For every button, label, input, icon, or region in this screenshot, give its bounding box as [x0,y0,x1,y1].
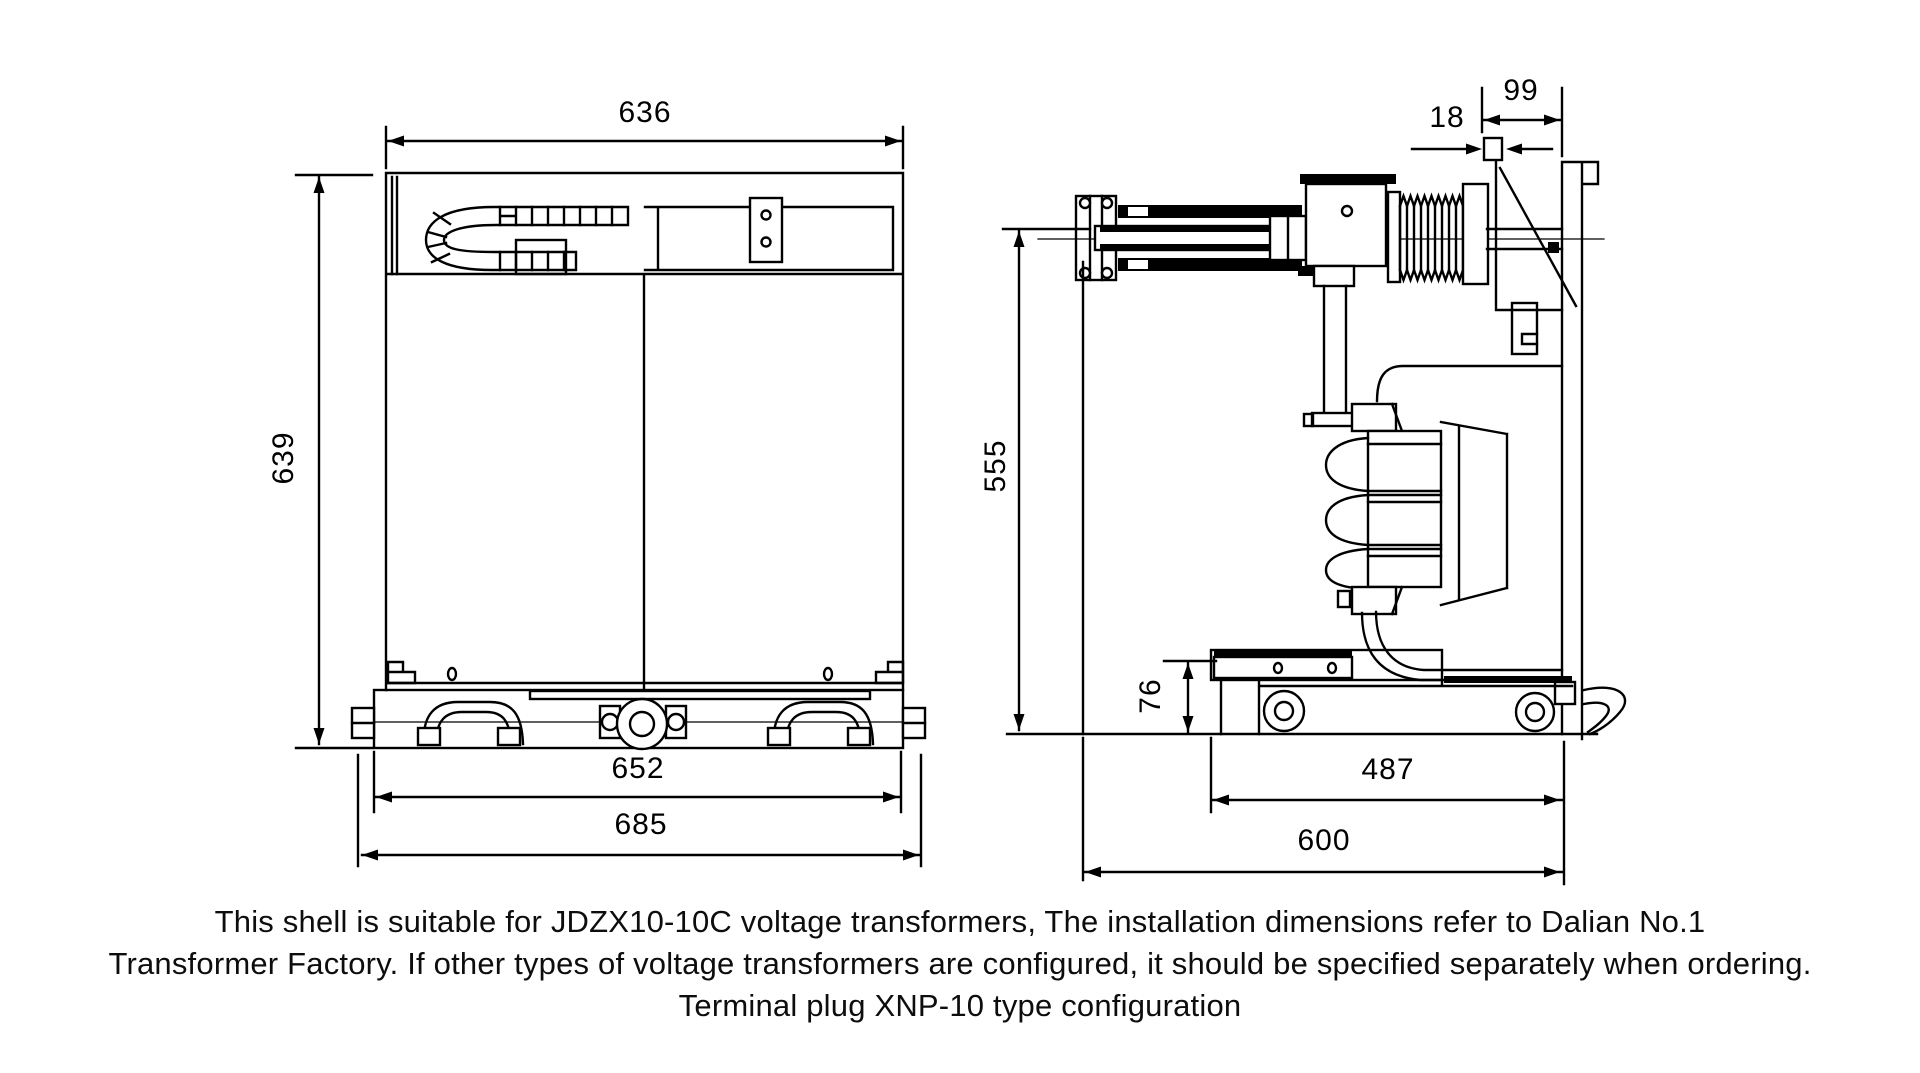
contact-arm-assembly [1074,174,1396,288]
caption-line-3: Terminal plug XNP-10 type configuration [678,988,1242,1023]
caption-line-1: This shell is suitable for JDZX10-10C vo… [214,904,1706,939]
dim-top-offset: 18 [1429,101,1465,134]
front-dimension-lines [294,125,923,868]
dim-left-height: 639 [267,431,300,485]
caption-line-2: Transformer Factory. If other types of v… [108,946,1812,981]
cable-chain [424,205,630,272]
wheel-left [1262,689,1306,733]
caption-block: This shell is suitable for JDZX10-10C vo… [0,901,1920,1027]
trolley-base [1005,648,1627,736]
dim-side-height: 555 [979,439,1012,493]
junction-box [514,238,568,276]
side-dimension-lines [1001,86,1566,886]
dim-bottom-outer-width: 685 [614,808,668,841]
dim-base-inner-width: 487 [1361,753,1415,786]
insulator [1324,402,1443,616]
dim-bottom-inner-width: 652 [611,752,665,785]
mounting-plate [748,196,784,264]
dim-top-width: 636 [618,96,672,129]
panel-wall [1482,136,1600,741]
side-view-linework [1001,86,1627,886]
dim-top-bracket-width: 99 [1503,74,1539,107]
front-view-linework [294,125,927,868]
wheel-right [1514,691,1556,733]
bellows-boot [1386,182,1490,286]
base-plate [350,688,927,751]
support-column [1302,284,1360,428]
latch-hook [1582,686,1627,736]
dim-base-height: 76 [1134,678,1167,714]
dim-base-outer-width: 600 [1297,824,1351,857]
